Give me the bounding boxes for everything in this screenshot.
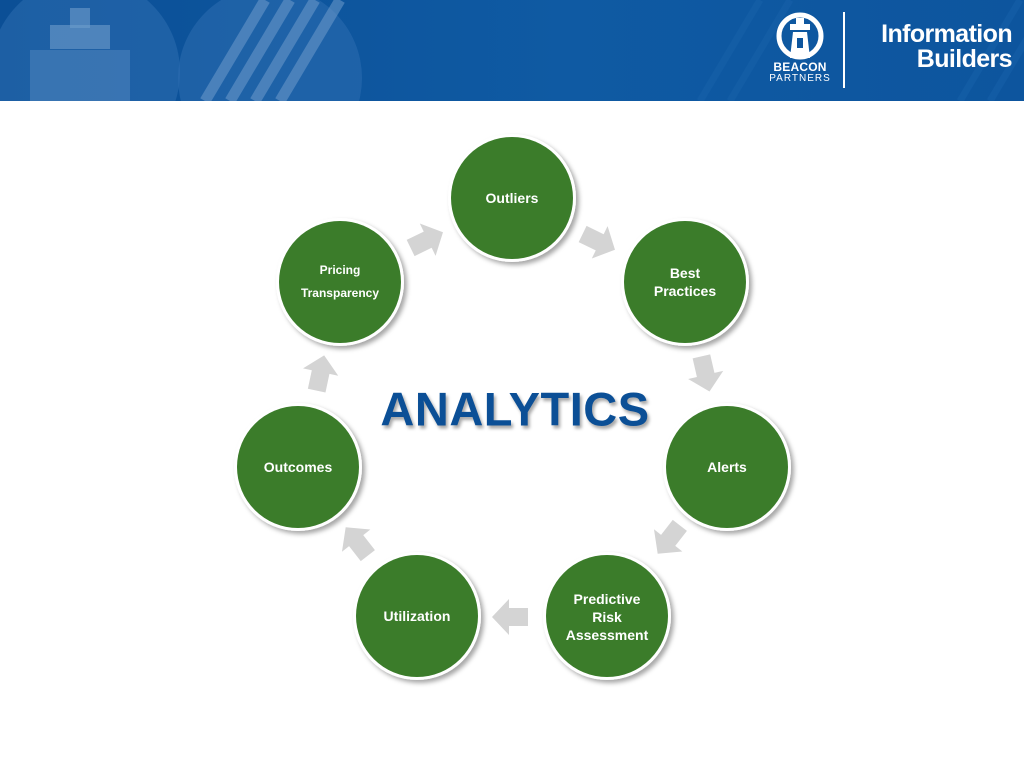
node-pricing-transparency xyxy=(276,218,404,346)
arrow-outliers-to-best-practices xyxy=(574,217,623,266)
arrow-best-practices-to-alerts xyxy=(683,352,728,396)
node-outcomes xyxy=(234,403,362,531)
node-label-outcomes: Outcomes xyxy=(263,459,333,475)
node-best-practices xyxy=(621,218,749,346)
node-outliers xyxy=(448,134,576,262)
node-label-outliers: Outliers xyxy=(485,190,539,206)
information-builders-logo: Information Builders xyxy=(852,22,1012,72)
node-label-alerts: Alerts xyxy=(707,459,747,475)
arrow-alerts-to-predictive xyxy=(643,514,695,565)
ib-line-2: Builders xyxy=(916,45,1013,73)
watermark-graphic xyxy=(0,0,362,101)
node-label-predictive-risk-assessment: Predictive Risk Assessment xyxy=(565,591,649,643)
arrow-outcomes-to-pricing xyxy=(299,351,342,395)
beacon-sub: PARTNERS xyxy=(769,73,831,84)
node-label-utilization: Utilization xyxy=(383,608,451,624)
beacon-partners-logo: BEACON PARTNERS xyxy=(764,60,836,84)
arrow-pricing-to-outliers xyxy=(402,216,451,265)
node-label-pricing-transparency: Pricing Transparency xyxy=(300,263,380,300)
logo-divider xyxy=(843,12,845,88)
node-utilization xyxy=(353,552,481,680)
beacon-name: BEACON xyxy=(773,60,827,74)
header-banner: BEACON PARTNERS Information Builders xyxy=(0,0,1024,101)
beacon-lighthouse-icon xyxy=(776,12,824,60)
partner-logos: BEACON PARTNERS Information Builders xyxy=(764,0,1024,101)
node-predictive-risk-assessment xyxy=(543,552,671,680)
node-label-best-practices: Best Practices xyxy=(653,265,717,299)
center-title: ANALYTICS xyxy=(380,382,650,436)
node-alerts xyxy=(663,403,791,531)
arrow-utilization-to-outcomes xyxy=(331,516,383,567)
ib-line-1: Information xyxy=(881,20,1012,48)
diagonal-stripes xyxy=(696,0,1024,101)
arrow-predictive-to-utilization xyxy=(492,599,528,635)
